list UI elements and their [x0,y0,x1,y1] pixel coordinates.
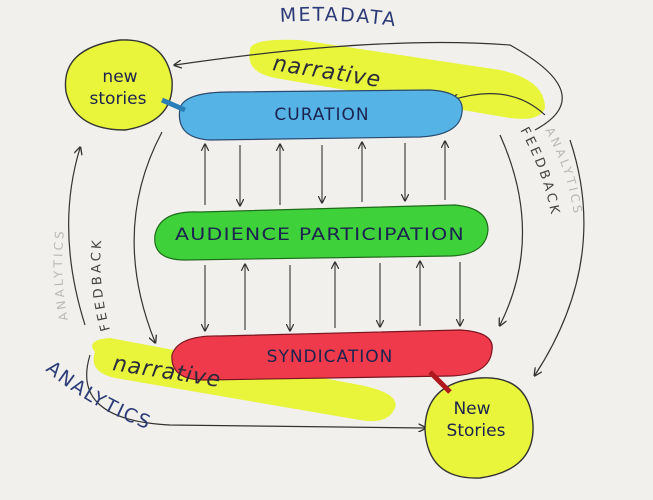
audience-participation-label: AUDIENCE PARTICIPATION [175,225,465,245]
top-outer-loop [175,41,563,131]
analytics-ghost-left-path: ANALYTICS [51,228,68,322]
new-stories-top-circle [64,39,173,131]
bottom-outer-loop [86,354,425,428]
new-stories-bottom-circle [424,377,534,479]
left-inner-loop [133,131,163,342]
narrative-top-highlight [249,39,545,119]
left-outer-loop [68,148,86,326]
right-inner-loop [500,134,523,325]
new-stories-top-line1: new [102,67,137,87]
new-stories-bottom-line1: New [453,399,490,419]
right-outer-loop [535,139,585,375]
curation-pill [178,89,463,141]
metadata-label-path: METADATA [279,4,396,32]
upper-arrows [205,142,445,205]
metadata-label: METADATA [279,4,398,32]
feedback-left-path: FEEDBACK [89,237,110,333]
syndication-connector [428,370,452,394]
top-inner-loop [452,93,546,116]
curation-label: CURATION [274,105,369,125]
curation-connector [161,97,186,113]
syndication-pill [171,329,493,381]
new-stories-top-line2: stories [90,89,147,109]
audience-participation-pill [154,204,489,261]
new-stories-bottom-line2: Stories [447,421,506,441]
lower-arrows [205,262,460,330]
syndication-label: SYNDICATION [267,347,394,367]
feedback-left-label: FEEDBACK [89,237,113,333]
analytics-ghost-left-label: ANALYTICS [51,228,71,322]
